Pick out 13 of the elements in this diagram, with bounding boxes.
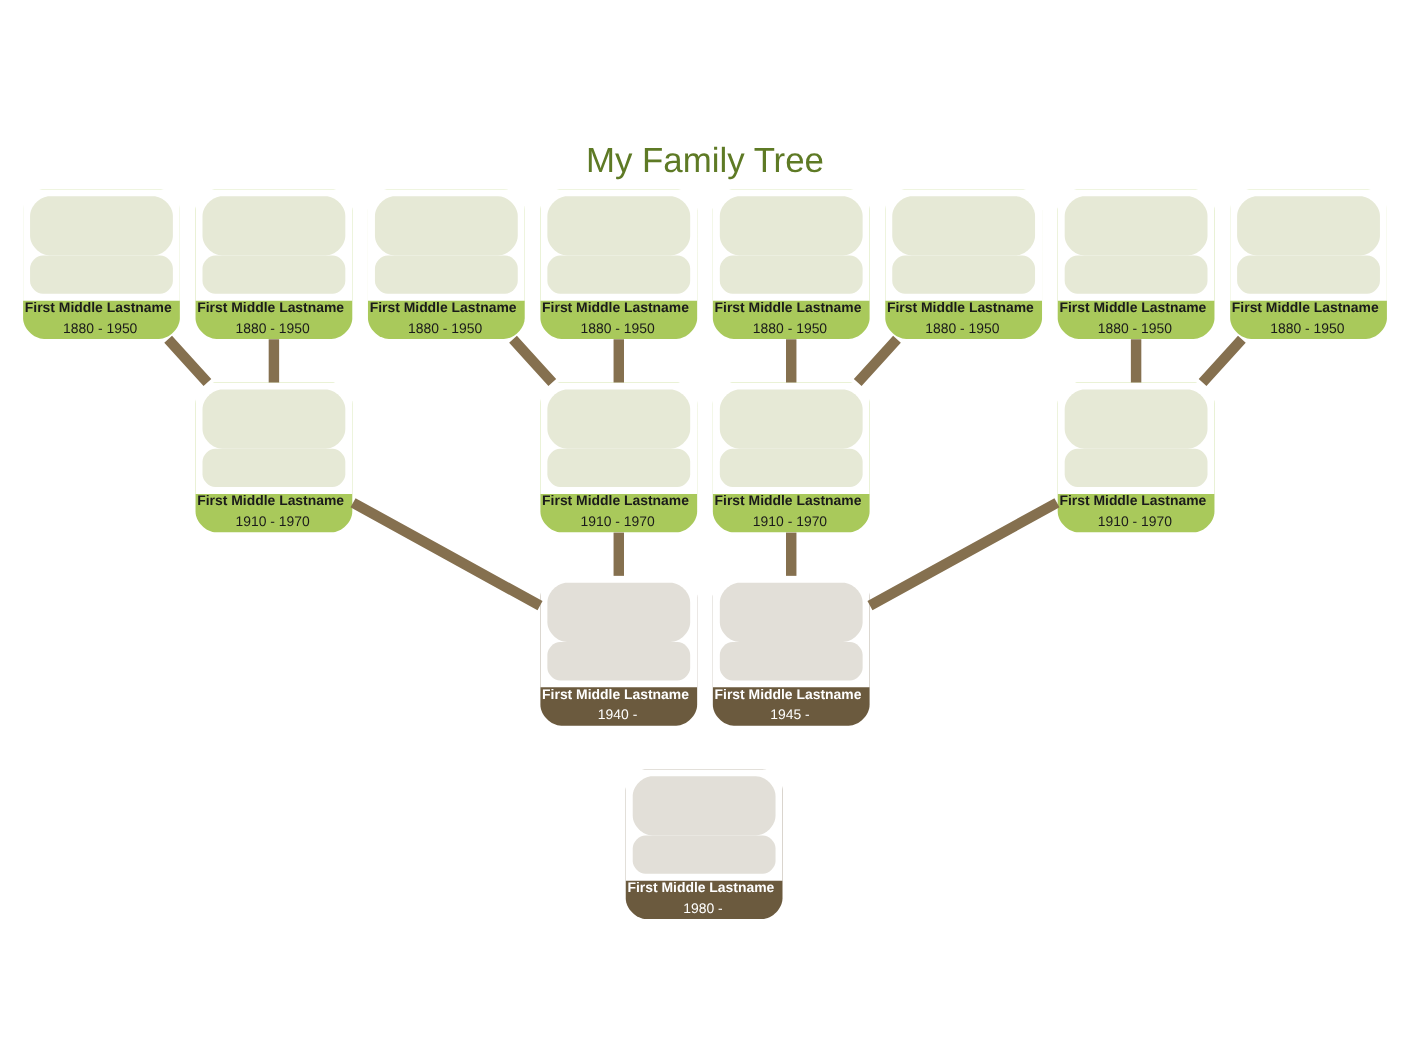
connector: [268, 338, 280, 382]
connector: [786, 338, 797, 382]
diagram-title: My Family Tree: [586, 138, 824, 179]
connector: [164, 334, 212, 386]
connector: [1198, 334, 1246, 386]
connector: [853, 334, 901, 386]
connector: [350, 497, 543, 610]
connector: [1130, 338, 1142, 382]
connector: [867, 497, 1060, 610]
connector: [509, 334, 557, 386]
connector: [613, 338, 624, 382]
connector: [786, 531, 797, 575]
connector: [613, 531, 624, 575]
